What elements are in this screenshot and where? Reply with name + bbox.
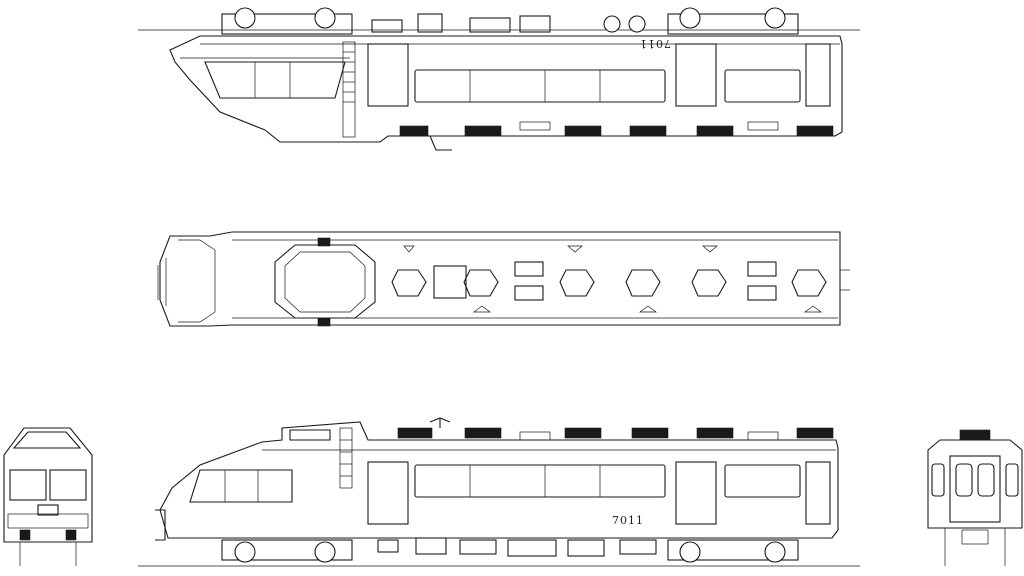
roof-units-top — [399, 121, 834, 137]
ladder-bottom — [339, 427, 353, 489]
bogie-top-right — [667, 7, 799, 35]
front-end-view — [3, 427, 93, 566]
bogie-bottom-right — [667, 539, 799, 563]
roof-coolers-plan — [391, 261, 827, 301]
bogie-bottom-left — [221, 539, 353, 563]
rear-end-view — [927, 429, 1023, 566]
car-number-top: 7011 — [639, 37, 671, 50]
bogie-top-left — [221, 7, 353, 35]
car-number-bottom: 7011 — [612, 514, 644, 527]
ladder-top — [342, 41, 356, 138]
plan-view — [157, 231, 850, 327]
side-view-top: 7011 — [138, 7, 860, 151]
roof-units-bottom — [397, 427, 834, 441]
side-view-bottom: 7011 — [138, 417, 860, 567]
